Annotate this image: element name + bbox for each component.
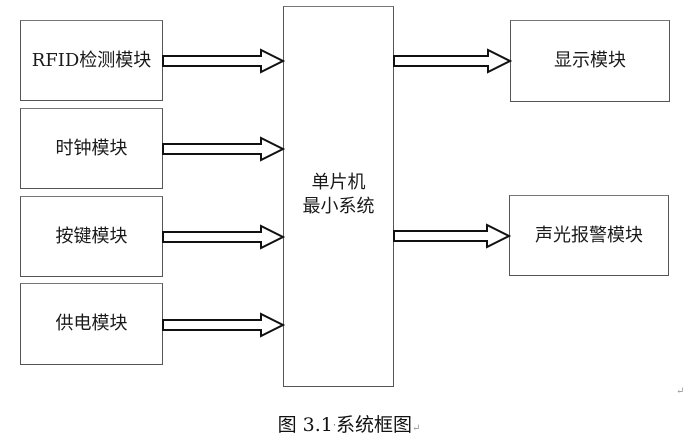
arrow-power-to-mcu	[162, 312, 286, 338]
stray-paragraph-mark: ↵	[676, 386, 685, 397]
clock-module-box: 时钟模块	[20, 108, 163, 189]
caption-title: 系统框图	[336, 414, 413, 436]
caption-separator: ·	[332, 420, 337, 432]
mcu-label-line2: 最小系统	[302, 196, 375, 217]
arrow-keys-to-mcu	[162, 224, 286, 250]
figure-caption: 图 3.1·系统框图↵	[0, 410, 698, 437]
alarm-module-box: 声光报警模块	[509, 195, 669, 276]
rfid-module-label: RFID检测模块	[31, 49, 152, 71]
rfid-module-box: RFID检测模块	[20, 20, 163, 101]
arrow-clock-to-mcu	[162, 136, 286, 162]
display-module-box: 显示模块	[510, 20, 670, 102]
arrow-rfid-to-mcu	[162, 48, 286, 74]
display-module-label: 显示模块	[554, 50, 626, 71]
arrow-mcu-to-alarm	[393, 223, 512, 249]
arrow-mcu-to-display	[393, 48, 513, 74]
keys-module-box: 按键模块	[20, 196, 163, 277]
power-module-box: 供电模块	[20, 283, 163, 365]
clock-module-label: 时钟模块	[55, 137, 128, 159]
paragraph-mark: ↵	[412, 423, 421, 434]
alarm-module-label: 声光报警模块	[535, 224, 643, 246]
caption-prefix: 图 3.1	[277, 414, 333, 436]
mcu-label-line1: 单片机	[311, 172, 366, 193]
mcu-box: 单片机 最小系统	[283, 6, 394, 387]
keys-module-label: 按键模块	[55, 225, 128, 247]
power-module-label: 供电模块	[55, 313, 128, 334]
